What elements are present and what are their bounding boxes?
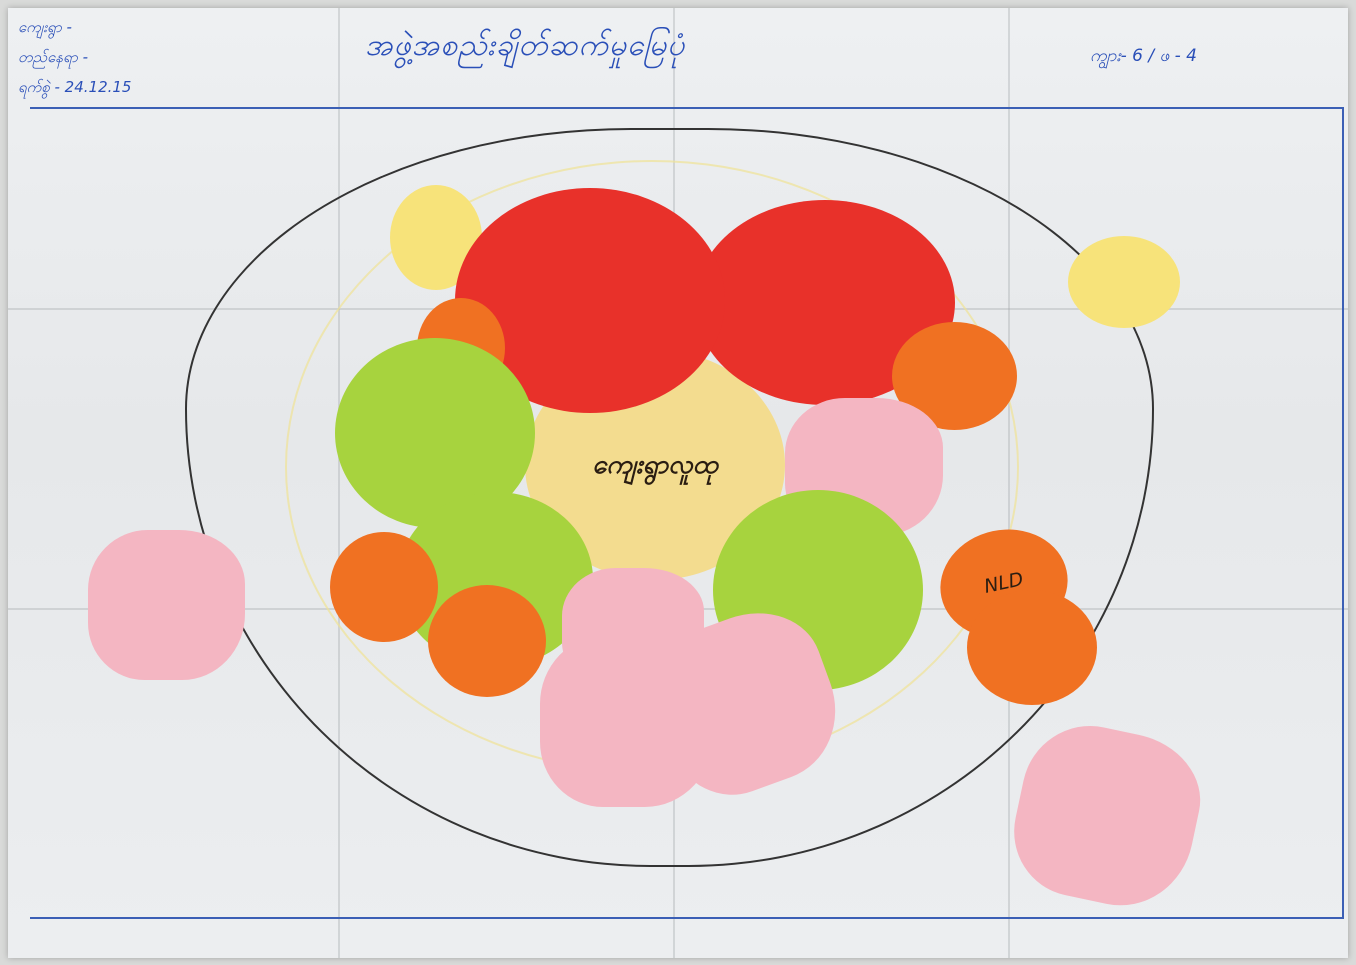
header-left-line: ကျေးရွာ - bbox=[18, 18, 72, 36]
orange-circle-nld-2 bbox=[967, 590, 1097, 705]
header-left-line: ရက်စွဲ - 24.12.15 bbox=[18, 78, 132, 96]
poster-frame-line bbox=[30, 107, 1344, 919]
orange-circle-bottom-left-1 bbox=[330, 532, 438, 642]
header-left-line: တည်နေရာ - bbox=[18, 48, 88, 66]
pink-note-far-left bbox=[88, 530, 245, 680]
orange-circle-bottom-left-2 bbox=[428, 585, 546, 697]
poster-title: အဖွဲ့အစည်းချိတ်ဆက်မှုမြေပုံ bbox=[365, 28, 686, 63]
yellow-circle-top-right bbox=[1068, 236, 1180, 328]
header-right-line: ကျွား- 6 / ဖ - 4 bbox=[1090, 46, 1197, 66]
